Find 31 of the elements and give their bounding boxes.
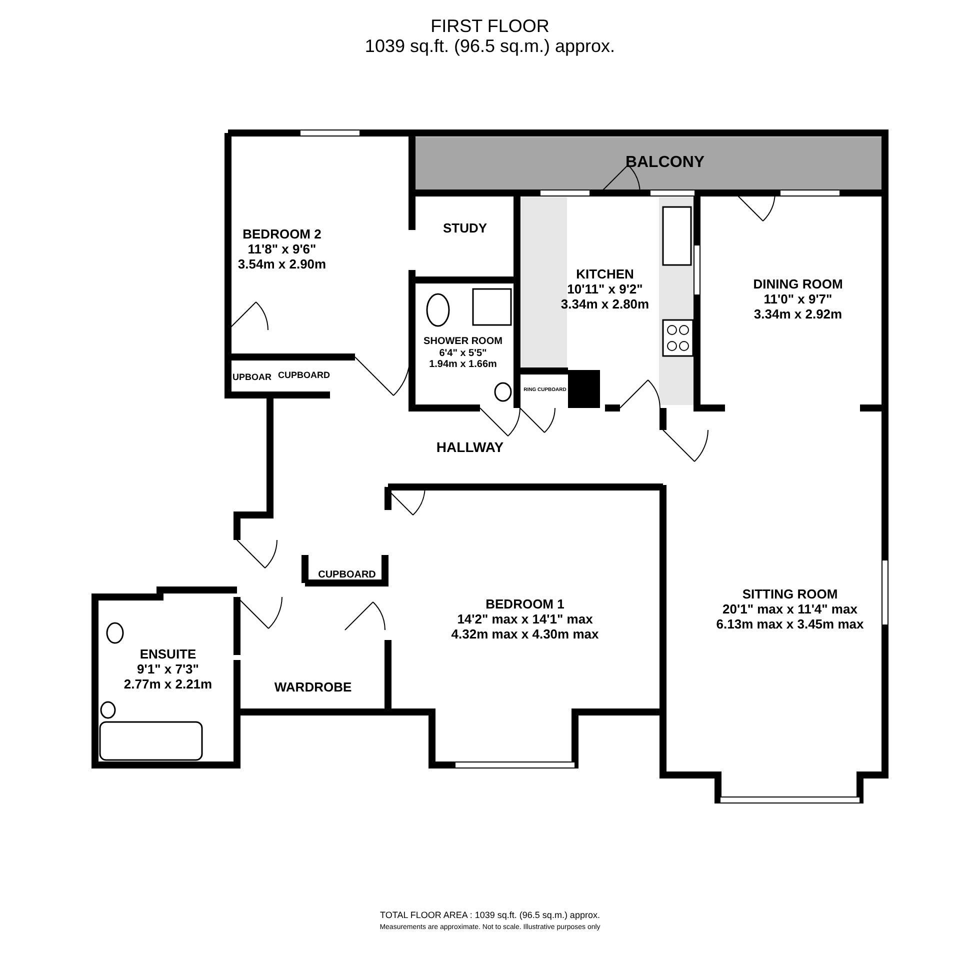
room-name: CUPBOARD xyxy=(278,370,330,380)
plan-title: FIRST FLOOR xyxy=(430,16,550,37)
room-dimensions: 4.32m max x 4.30m max xyxy=(451,627,599,642)
room-dimensions: 20'1" max x 11'4" max xyxy=(722,602,858,618)
room-name: SITTING ROOM xyxy=(741,588,839,603)
room-name: HALLWAY xyxy=(436,438,504,456)
floor-area-subtitle: 1039 sq.ft. (96.5 sq.m.) approx. xyxy=(364,36,616,57)
room-dimensions: 11'8" x 9'6" xyxy=(246,242,318,258)
room-name: ENSUITE xyxy=(138,648,198,663)
room-name: CUPBOARD xyxy=(318,569,376,581)
room-dimensions: 14'2" max x 14'1" max xyxy=(456,612,594,628)
room-dimensions: 10'11" x 9'2" xyxy=(566,282,644,298)
room-name: DINING ROOM xyxy=(753,278,843,293)
room-name: STUDY xyxy=(442,222,488,236)
room-dimensions: 1.94m x 1.66m xyxy=(428,358,498,370)
room-dimensions: 3.54m x 2.90m xyxy=(238,257,326,272)
room-name: KITCHEN xyxy=(575,268,635,283)
room-name: BEDROOM 1 xyxy=(484,598,566,613)
room-dimensions: 6'4" x 5'5" xyxy=(438,347,488,359)
room-name: UPBOAR xyxy=(232,372,272,382)
room-dimensions: 9'1" x 7'3" xyxy=(136,662,200,678)
room-dimensions: 6.13m max x 3.45m max xyxy=(716,617,864,632)
room-dimensions: 2.77m x 2.21m xyxy=(124,677,212,692)
room-dimensions: 11'0" x 9'7" xyxy=(762,292,834,308)
room-name: WARDROBE xyxy=(274,680,352,696)
room-name: BALCONY xyxy=(625,154,705,172)
total-floor-area-note: TOTAL FLOOR AREA : 1039 sq.ft. (96.5 sq.m.) approx. xyxy=(380,910,600,920)
room-name: SHOWER ROOM xyxy=(424,336,502,348)
room-dimensions: 3.34m x 2.80m xyxy=(560,297,650,312)
room-dimensions: 3.34m x 2.92m xyxy=(753,307,843,322)
room-name: BEDROOM 2 xyxy=(242,228,322,243)
